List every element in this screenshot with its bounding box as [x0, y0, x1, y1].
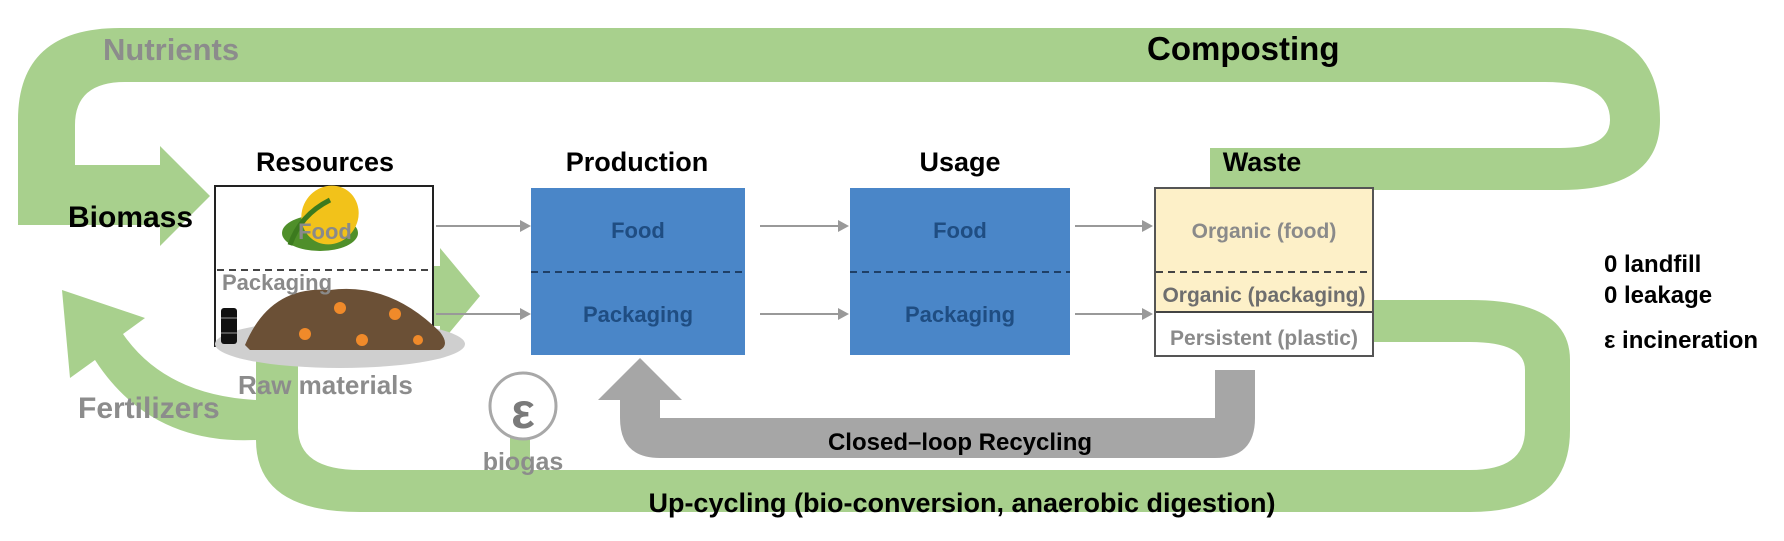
- oil-barrel-icon: [221, 308, 237, 344]
- usage-packaging-label: Packaging: [905, 302, 1015, 327]
- composting-label: Composting: [1147, 30, 1339, 67]
- closed-loop-label: Closed–loop Recycling: [828, 429, 1092, 456]
- upcycling-band: [256, 300, 1570, 512]
- waste-organic-fill: [1156, 189, 1372, 312]
- raw-materials-label: Raw materials: [238, 370, 413, 400]
- production-packaging-label: Packaging: [583, 302, 693, 327]
- closed-loop-arrow: [598, 358, 1255, 458]
- biogas-symbol: ε: [511, 383, 535, 439]
- flow-arrowhead: [838, 220, 849, 232]
- corn-icon: [282, 185, 359, 251]
- upcycling-label: Up-cycling (bio-conversion, anaerobic di…: [648, 488, 1275, 518]
- biomass-arrow: [18, 146, 210, 246]
- waste-persistent-plastic-label: Persistent (plastic): [1170, 327, 1358, 350]
- production-box: [531, 188, 745, 355]
- biogas-label: biogas: [483, 448, 564, 476]
- fertilizers-label: Fertilizers: [78, 392, 220, 425]
- stage-title-resources: Resources: [256, 147, 394, 177]
- resources-packaging-label: Packaging: [222, 270, 332, 295]
- waste-organic-food-label: Organic (food): [1192, 220, 1337, 243]
- nutrients-label: Nutrients: [103, 32, 239, 67]
- biogas-icon: [488, 371, 558, 441]
- target-leakage: 0 leakage: [1604, 282, 1712, 309]
- stage-title-usage: Usage: [919, 147, 1000, 177]
- usage-food-label: Food: [933, 218, 987, 243]
- waste-organic-packaging-label: Organic (packaging): [1162, 284, 1365, 307]
- flow-arrowhead: [520, 220, 531, 232]
- flow-arrowhead: [1142, 220, 1153, 232]
- flow-arrowhead: [1142, 308, 1153, 320]
- fertilizers-arrow: [62, 290, 256, 441]
- flow-arrowhead: [838, 308, 849, 320]
- target-landfill: 0 landfill: [1604, 251, 1701, 278]
- composting-band: [18, 28, 1660, 190]
- stage-title-production: Production: [566, 147, 709, 177]
- biomass-label: Biomass: [68, 201, 193, 234]
- stage-title-waste: Waste: [1223, 147, 1302, 177]
- flow-arrowhead: [520, 308, 531, 320]
- resources-food-label: Food: [298, 219, 352, 244]
- target-incineration: ε incineration: [1604, 327, 1758, 354]
- raw-materials-pile: [215, 288, 465, 368]
- production-food-label: Food: [611, 218, 665, 243]
